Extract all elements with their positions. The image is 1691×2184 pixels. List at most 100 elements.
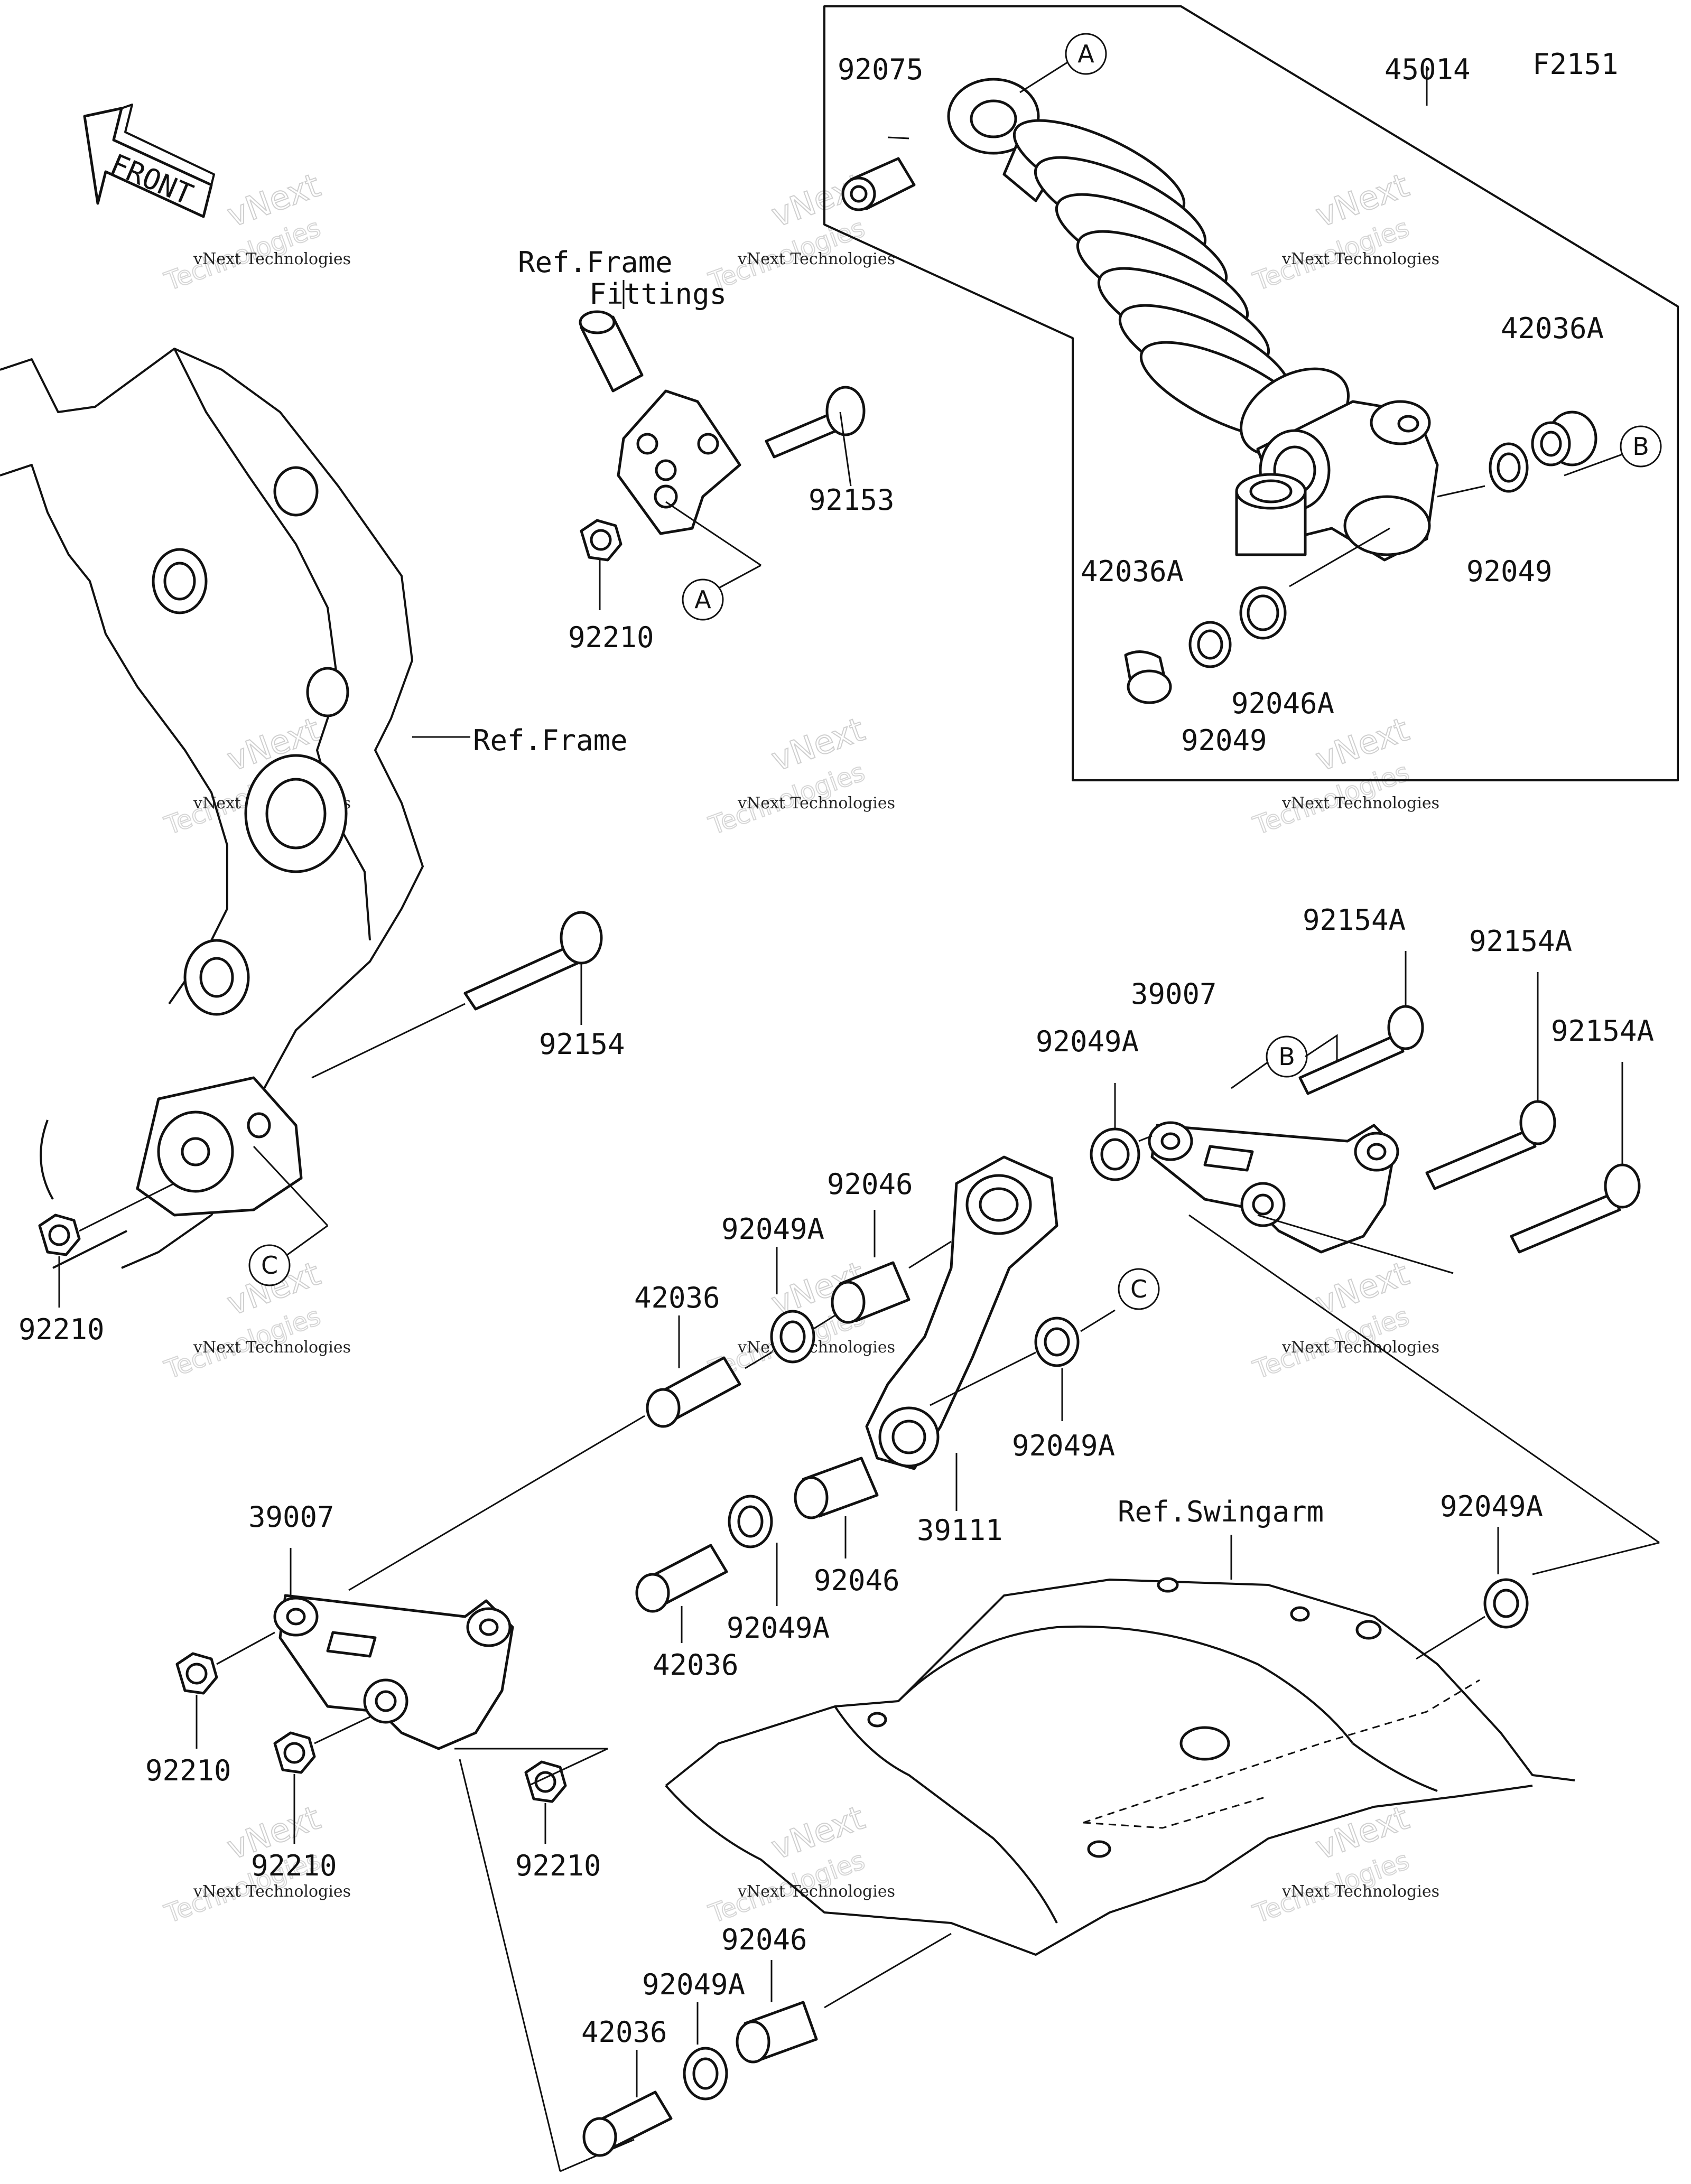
svg-text:vNext Technologies: vNext Technologies (1281, 1338, 1439, 1357)
svg-text:vNext Technologies: vNext Technologies (737, 1338, 895, 1357)
label-42036A-low: 42036A (1081, 555, 1184, 588)
label-42036A-top: 42036A (1501, 312, 1604, 345)
label-ref-frame-fittings-2: Fittings (589, 277, 727, 311)
nut-92210-top (580, 519, 622, 610)
label-92049A-6: 92049A (642, 1968, 745, 2001)
callout-c-frame: C (248, 1244, 291, 1286)
collar-42036-3 (582, 2050, 673, 2157)
seal-92049A-4 (728, 1495, 778, 1606)
svg-text:A: A (694, 585, 711, 614)
svg-text:vNext Technologies: vNext Technologies (737, 794, 895, 813)
svg-text:vNext Technologies: vNext Technologies (193, 250, 351, 268)
label-92049A-1: 92049A (1036, 1025, 1139, 1058)
label-42036-1: 42036 (634, 1281, 720, 1314)
seal-92049A-6 (683, 2002, 728, 2101)
label-92049A-3: 92049A (1012, 1429, 1115, 1462)
label-ref-swingarm: Ref.Swingarm (1118, 1495, 1324, 1528)
bearing-92046-1 (831, 1210, 952, 1324)
label-92154A-3: 92154A (1551, 1014, 1654, 1048)
label-39111: 39111 (917, 1514, 1003, 1547)
label-45014: 45014 (1385, 53, 1471, 86)
label-92049A-2: 92049A (721, 1212, 824, 1246)
main-frame (0, 348, 424, 1269)
seal-92049A-5 (1416, 1527, 1529, 1660)
svg-text:vNext Technologies: vNext Technologies (737, 250, 895, 268)
nut-92210-c (524, 1748, 608, 1844)
collar-42036A-top (1531, 410, 1597, 466)
bushing-92075 (841, 136, 916, 211)
label-92046-2: 92046 (814, 1564, 900, 1597)
tie-rod-39007-left (273, 1548, 514, 1750)
bolt-92153 (765, 386, 866, 487)
svg-text:vNext Technologies: vNext Technologies (737, 1882, 895, 1901)
swingarm (665, 1535, 1575, 1956)
seal-92049A-3 (930, 1309, 1116, 1421)
label-92210-top: 92210 (568, 621, 654, 654)
svg-text:C: C (1130, 1275, 1147, 1303)
svg-text:B: B (1278, 1042, 1295, 1071)
nut-92210-b (273, 1716, 370, 1844)
label-ref-frame-fittings-1: Ref.Frame (518, 246, 673, 279)
bolt-92154A-3 (1510, 1062, 1641, 1254)
label-ref-frame: Ref.Frame (473, 724, 628, 757)
label-39007-right: 39007 (1131, 977, 1217, 1011)
label-92075: 92075 (838, 53, 924, 86)
watermark: vNext Technologies vNext Technologies (1249, 710, 1439, 842)
watermark: vNext Technologies vNext Technologies (704, 1798, 895, 1930)
link-leaders (348, 1214, 1660, 1591)
part-labels: F2151 92075 45014 42036A 92049 42036A 92… (18, 48, 1654, 2049)
label-92049-low: 92049 (1181, 724, 1267, 757)
figure-code: F2151 (1532, 48, 1619, 81)
left-link-leaders (454, 1748, 635, 2172)
callout-b-shock: B (1620, 425, 1662, 468)
shock-leaders (1019, 61, 1623, 587)
bearing-92046-2 (794, 1457, 879, 1558)
shock-spring (1012, 119, 1313, 441)
collar-42036A-low (1124, 650, 1172, 704)
frame-fitting-bracket (579, 310, 741, 535)
label-92154A-1: 92154A (1303, 903, 1406, 937)
label-92210-c: 92210 (515, 1849, 601, 1882)
bolt-92154A-1 (1298, 951, 1424, 1095)
label-92210-left: 92210 (18, 1313, 105, 1346)
svg-text:C: C (261, 1251, 278, 1280)
shock-assembly-box (823, 5, 1679, 781)
label-92154: 92154 (539, 1028, 625, 1061)
seal-92049A-1 (1090, 1083, 1153, 1181)
label-92046-1: 92046 (827, 1168, 913, 1201)
svg-text:vNext Technologies: vNext Technologies (193, 1882, 351, 1901)
svg-text:A: A (1077, 40, 1094, 68)
callout-c-link: C (1118, 1268, 1160, 1310)
collar-42036-2 (635, 1544, 728, 1643)
label-42036-2: 42036 (653, 1648, 739, 1682)
svg-text:vNext Technologies: vNext Technologies (1281, 794, 1439, 813)
watermark: vNext Technologies vNext Technologies (1249, 1254, 1439, 1386)
label-92049A-5: 92049A (1440, 1490, 1543, 1523)
seal-92049-low (1188, 621, 1232, 668)
rear-shock-absorber (947, 78, 1439, 562)
label-92154A-2: 92154A (1469, 925, 1572, 958)
rocker-arm-39111 (865, 1155, 1058, 1511)
bolt-92154 (311, 911, 603, 1079)
bearing-92046A (1239, 586, 1287, 640)
label-92210-b: 92210 (251, 1849, 337, 1882)
tie-rod-39007-right (1148, 1121, 1399, 1254)
bolt-92154A-2 (1425, 972, 1556, 1190)
collar-42036-1 (646, 1315, 772, 1428)
watermark: vNext Technologies vNext Technologies (704, 710, 895, 842)
watermark: vNext Technologies vNext Technologies (1249, 165, 1439, 297)
label-39007-left: 39007 (248, 1500, 335, 1534)
label-92153: 92153 (809, 483, 895, 517)
callout-a-bracket: A (682, 578, 724, 621)
svg-text:B: B (1632, 432, 1649, 461)
seal-92049A-2 (770, 1247, 835, 1364)
svg-text:vNext Technologies: vNext Technologies (1281, 1882, 1439, 1901)
label-92049A-4: 92049A (727, 1611, 830, 1645)
label-92046-3: 92046 (721, 1923, 807, 1956)
callout-b-link: B (1231, 1034, 1338, 1089)
watermark: vNext Technologies vNext Technologies (1249, 1798, 1439, 1930)
bearing-92046-3 (736, 1933, 952, 2064)
label-92049-right: 92049 (1466, 555, 1553, 588)
nut-92210-left (38, 1182, 175, 1308)
